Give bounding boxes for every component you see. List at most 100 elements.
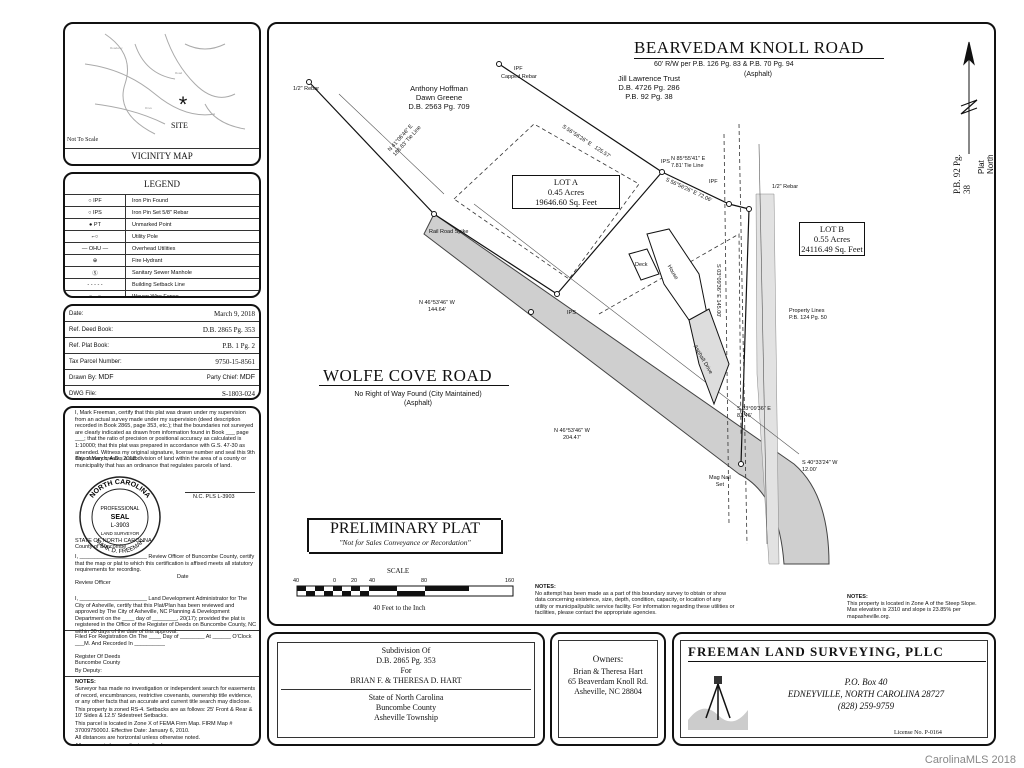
legend-symbol: ⊕	[65, 255, 126, 266]
land-development-text: I, ______________________ Land Developme…	[75, 596, 257, 635]
license-number: License No. P-0164	[894, 730, 942, 736]
owners-text: Owners: Brian & Theresa Hart 65 Beaverda…	[568, 654, 648, 696]
divider	[65, 630, 259, 631]
date-label: Date:	[69, 310, 84, 317]
county-label: County of Buncombe	[75, 544, 127, 550]
legend-label: Building Setback Line	[132, 281, 185, 288]
register-county: Buncombe County	[75, 660, 121, 666]
legend-symbol: ○ IPS	[65, 207, 126, 218]
road-underline	[319, 385, 509, 386]
legend-label: Woven Wire Fence	[132, 293, 179, 298]
tax-value: 9750-15-8561	[215, 357, 255, 366]
note-item: Surveyor has made no investigation or in…	[75, 686, 256, 706]
legend-label: Overhead Utilities	[132, 245, 176, 252]
company-underline	[688, 661, 986, 662]
pls-label: N.C. PLS L-3903	[193, 494, 235, 500]
legend-label: Sanitary Sewer Manhole	[132, 269, 192, 276]
legend-symbol: - - - - -	[65, 279, 126, 290]
deck-label: Deck	[635, 262, 648, 268]
note-item: All distances are horizontal unless othe…	[75, 735, 201, 742]
seal-profession: PROFESSIONAL	[101, 506, 140, 512]
certification-text: I, Mark Freeman, certify that this plat …	[75, 410, 255, 463]
legend-row: —○—○—Woven Wire Fence	[65, 290, 259, 298]
ref-plat-label: Ref. Plat Book:	[69, 342, 110, 349]
preliminary-plat-title: PRELIMINARY PLAT	[329, 520, 481, 537]
wolfe-cove-subtitle: No Right of Way Found (City Maintained)(…	[354, 391, 482, 407]
vicinity-map-title: VICINITY MAP	[65, 148, 259, 161]
legend-label: Fire Hydrant	[132, 257, 163, 264]
bearvedam-road-subtitle: 60' R/W per P.B. 126 Pg. 83 & P.B. 70 Pg…	[654, 61, 794, 68]
svg-text:Drive: Drive	[145, 106, 152, 110]
ref-plat-row: Ref. Plat Book:P.B. 1 Pg. 2	[65, 337, 259, 353]
ips-label: IPS	[661, 159, 670, 165]
scale-tick: 80	[421, 578, 428, 584]
scale-tick: 40	[369, 578, 376, 584]
tax-row: Tax Parcel Number:9750-15-8561	[65, 353, 259, 369]
owners-panel: Owners: Brian & Theresa Hart 65 Beaverda…	[550, 632, 666, 746]
ref-deed-row: Ref. Deed Book: D.B. 2865 Pg. 353	[65, 321, 259, 337]
ref-deed-value: D.B. 2865 Pg. 353	[202, 325, 255, 334]
scale-tick: 20	[351, 578, 358, 584]
legend-row: - - - - - Building Setback Line	[65, 278, 259, 290]
legend-symbol: Ⓢ	[65, 267, 126, 278]
owners-inner-frame	[558, 640, 658, 738]
date-value: March 9, 2018	[213, 309, 255, 318]
scale-title: SCALE	[387, 567, 410, 575]
scale-tick: 0	[333, 578, 337, 584]
drawing-info-panel: Date: March 9, 2018 Ref. Deed Book: D.B. 2…	[63, 304, 261, 400]
divider	[65, 676, 259, 677]
bearing-label: S 03°09'36" E 145.00'	[715, 264, 721, 318]
review-date-label: Date	[177, 574, 189, 580]
site-label: SITE	[171, 121, 188, 130]
bearvedam-road-title: BEARVEDAM KNOLL ROAD	[634, 38, 864, 57]
scale-tick: 40	[293, 578, 300, 584]
plat-drawing-panel: BEARVEDAM KNOLL ROAD 60' R/W per P.B. 12…	[267, 22, 996, 626]
legend-symbol: — OHU —	[65, 243, 126, 254]
note-item: This parcel is located in Zone X of FEMA…	[75, 720, 233, 734]
seal-number: L-3903	[111, 523, 130, 529]
watermark: CarolinaMLS 2018	[924, 754, 1016, 766]
company-address: P.O. Box 40 EDNEYVILLE, NORTH CAROLINA 2…	[787, 677, 945, 711]
legend-label: Iron Pin Set 5/8" Rebar	[132, 209, 189, 216]
subdivision-statement: This survey creates a subdivision of lan…	[75, 456, 247, 469]
pb-reference: P.B. 92 Pg. 38	[952, 154, 972, 194]
svg-text:Road: Road	[175, 71, 183, 75]
title-block-panel: Subdivision Of D.B. 2865 Pg. 353 For BRI…	[267, 632, 545, 746]
legend-label: Iron Pin Found	[132, 197, 169, 204]
plat-north-label: Plat North	[977, 154, 995, 174]
legend-symbol: ⌐○	[65, 231, 126, 242]
wolfe-cove-road-title: WOLFE COVE ROAD	[323, 366, 492, 385]
filed-for-registration: Filed For Registration On The ____ Day o…	[75, 634, 252, 647]
legend-title: LEGEND	[144, 179, 180, 189]
company-inner-frame	[680, 640, 988, 738]
surveyor-seal: NORTH CAROLINA MARK D. FREEMAN PROFESSIO…	[79, 476, 161, 558]
rail-spike-label: Rail Road Spike	[429, 229, 469, 235]
seal-word: SEAL	[111, 514, 130, 521]
company-name: FREEMAN LAND SURVEYING, PLLC	[688, 644, 944, 659]
scale-bar	[296, 585, 514, 597]
deputy-label: By Deputy:	[75, 668, 102, 674]
drawn-by: Drawn By: MDF	[69, 374, 114, 381]
notes-list: Surveyor has made no investigation or in…	[75, 686, 257, 744]
dwg-row: DWG File:S-1803-024	[65, 385, 259, 398]
date-row: Date: March 9, 2018	[65, 306, 259, 321]
review-officer-label: Review Officer	[75, 580, 111, 586]
legend-label: Utility Pole	[132, 233, 158, 240]
legend-row: ○ IPS Iron Pin Set 5/8" Rebar	[65, 206, 259, 218]
title-inner-frame	[277, 642, 535, 738]
preliminary-plat-box: PRELIMINARY PLAT "Not for Sales Conveyan…	[307, 518, 501, 552]
ref-deed-label: Ref. Deed Book:	[69, 326, 114, 333]
